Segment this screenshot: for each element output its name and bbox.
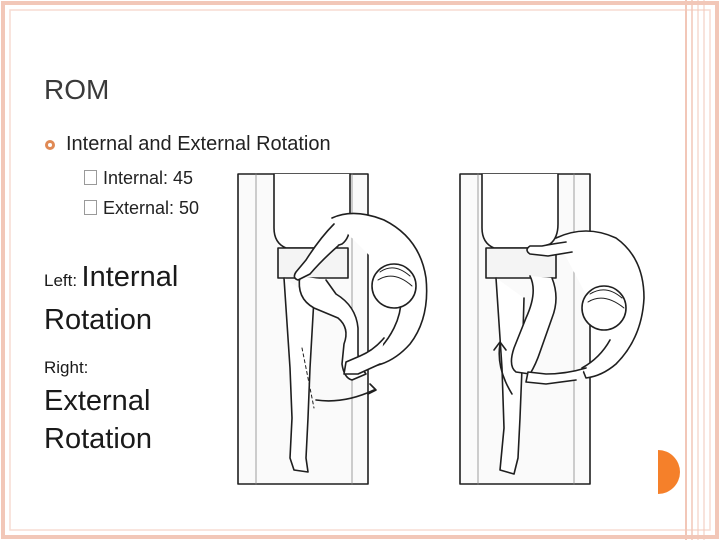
half-circle-decoration	[658, 450, 680, 494]
sub-item-text: Internal: 45	[103, 168, 194, 188]
left-caption-line1: Internal	[81, 261, 179, 293]
right-caption-prefix: Right:	[44, 358, 89, 377]
hip-external-rotation-illustration	[459, 173, 645, 485]
left-caption-line2: Rotation	[44, 304, 153, 336]
right-caption-line2: Rotation	[44, 423, 153, 455]
slide-title: ROM	[44, 74, 110, 105]
square-bullet-icon	[84, 170, 97, 185]
gear-bullet-icon	[45, 139, 55, 150]
left-caption: Left: Internal Rotation	[44, 258, 178, 344]
sub-item-text: External: 50	[103, 198, 200, 218]
sub-item-internal: Internal: 45	[84, 168, 193, 189]
hip-internal-rotation-illustration	[237, 173, 428, 485]
square-bullet-icon	[84, 200, 97, 215]
bullet-item: Internal and External Rotation	[44, 133, 331, 156]
right-caption-line1: External	[44, 385, 151, 417]
bullet-text: Internal and External Rotation	[66, 133, 331, 155]
right-caption: External Rotation	[44, 382, 152, 458]
left-caption-prefix: Left:	[44, 271, 78, 290]
sub-item-external: External: 50	[84, 198, 199, 219]
